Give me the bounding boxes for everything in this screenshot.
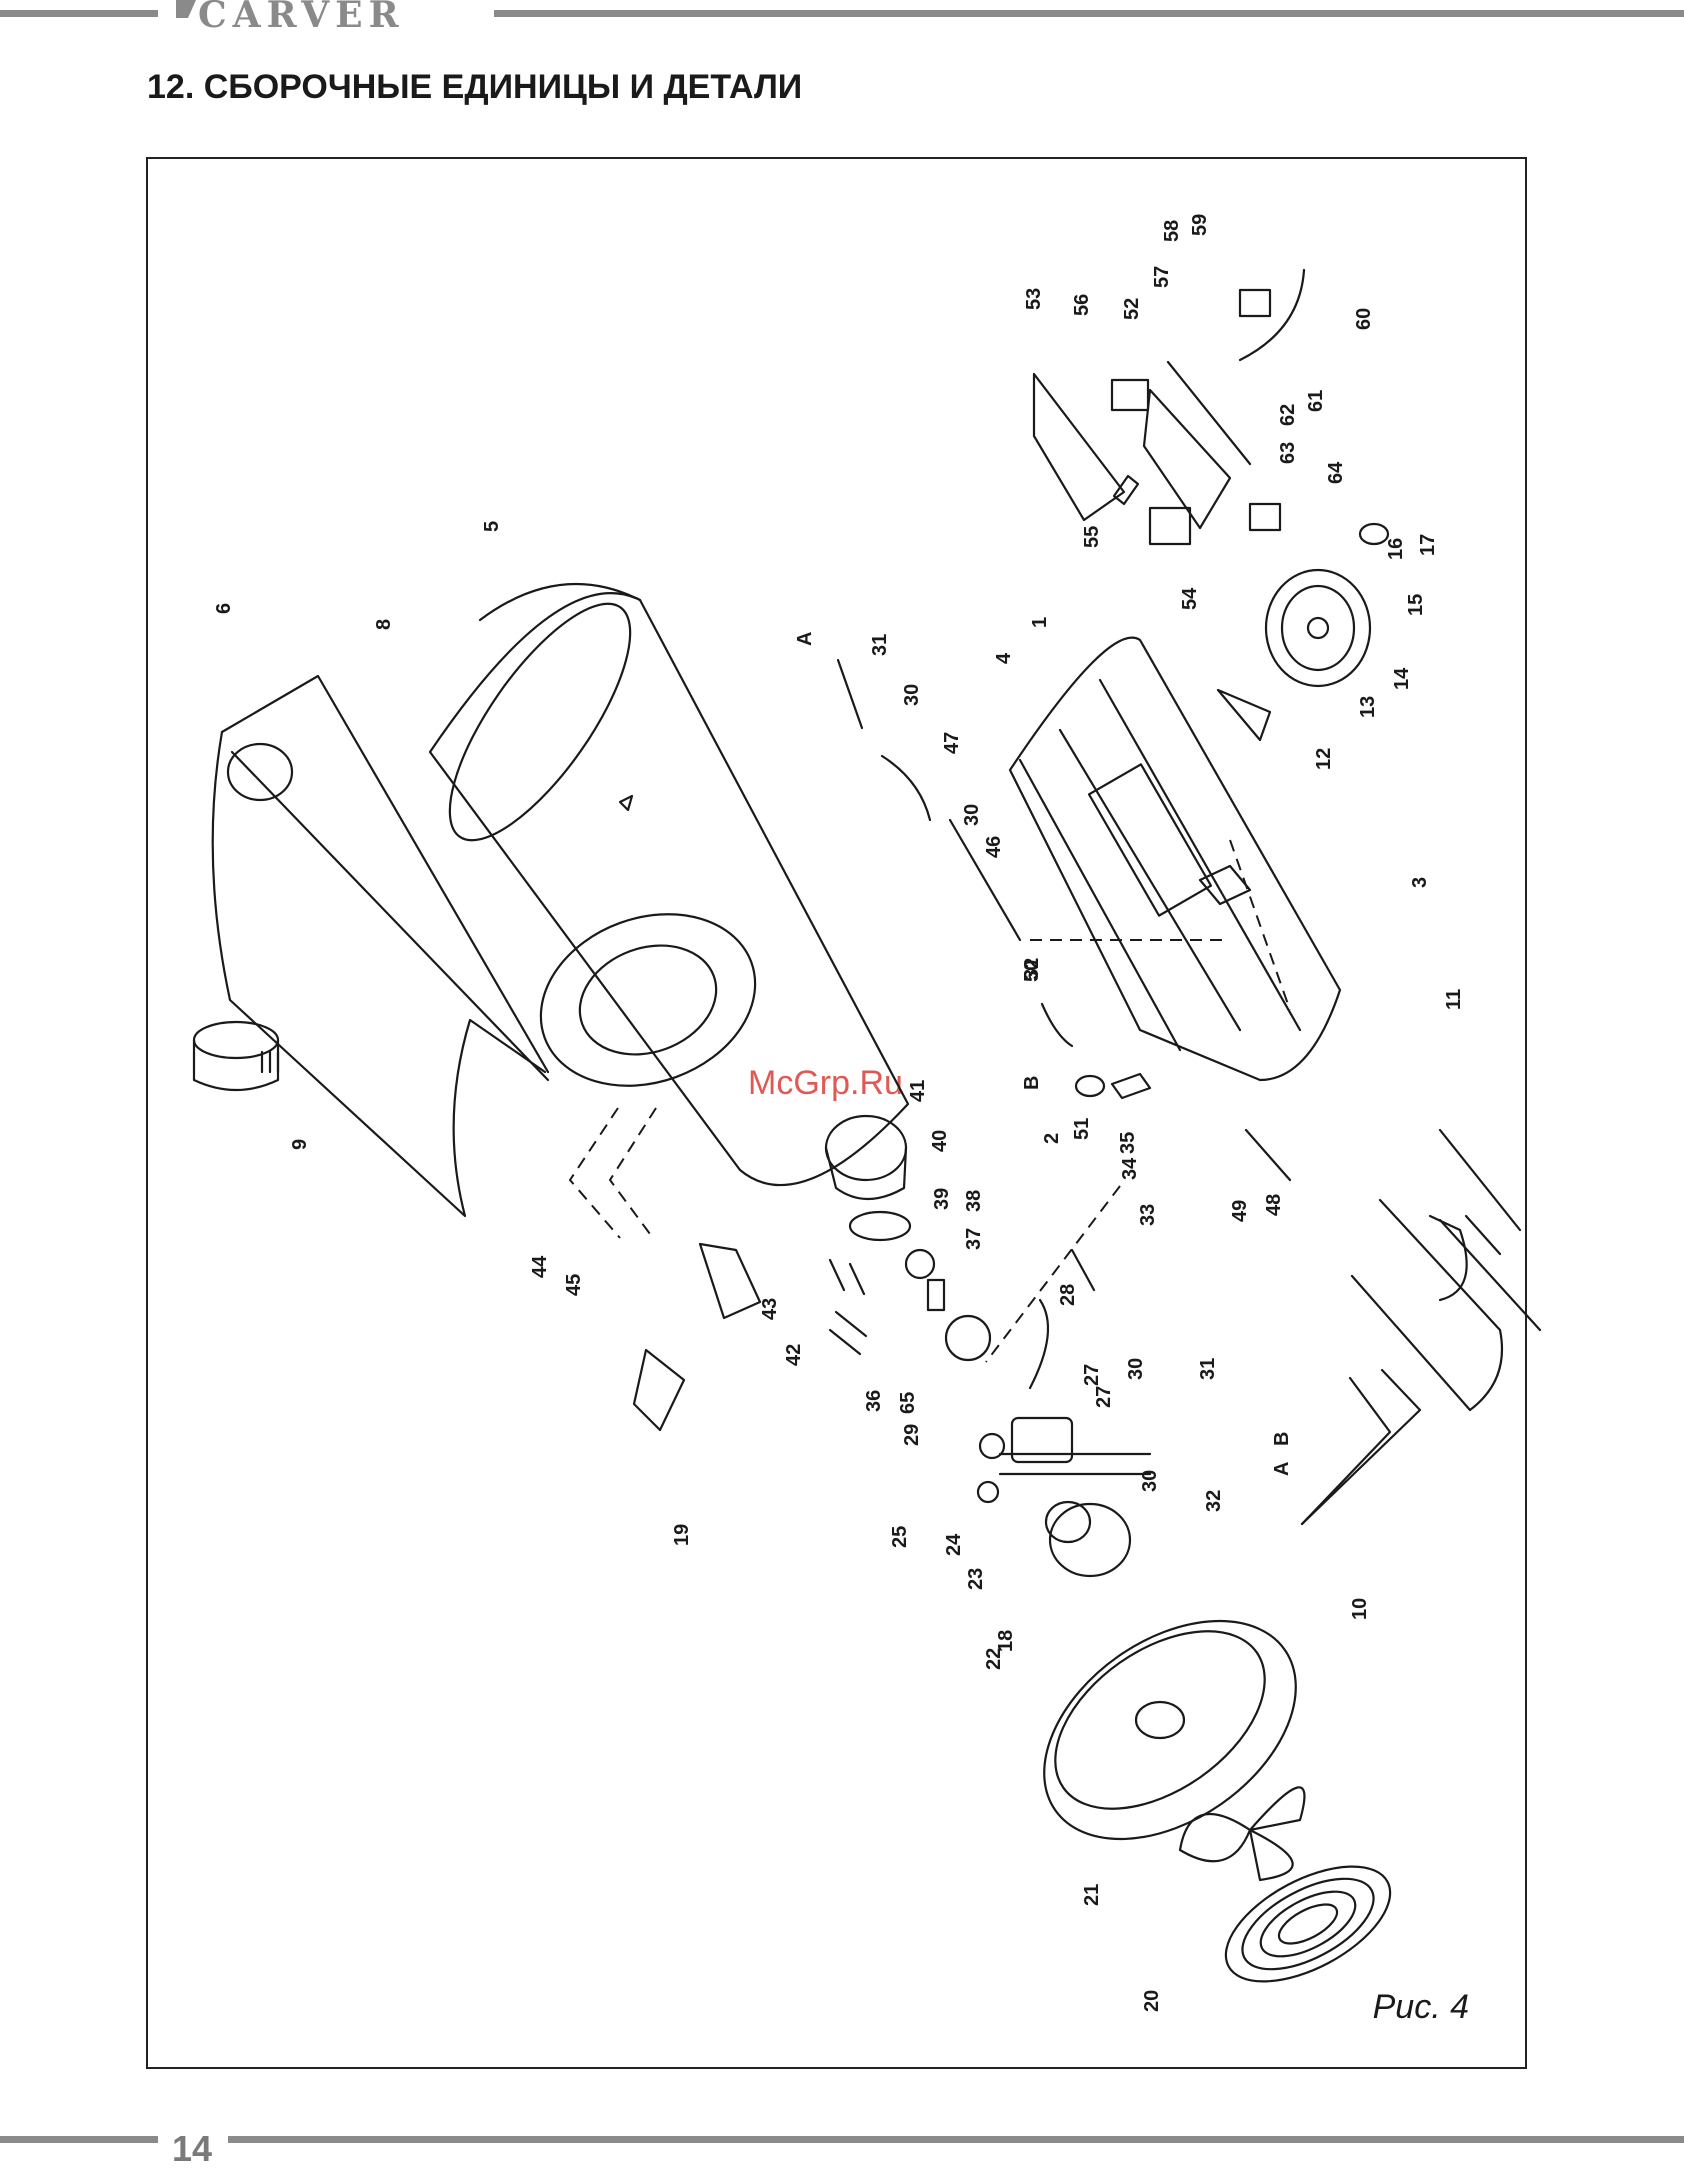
part-label: 12 [1313, 748, 1335, 770]
part-label: 22 [983, 1648, 1005, 1670]
part-label: 17 [1417, 534, 1439, 556]
footer-rule-right [228, 2136, 1684, 2143]
part-label: 65 [897, 1392, 919, 1414]
part-label: 30 [1125, 1358, 1147, 1380]
part-label: 2 [1041, 1133, 1063, 1144]
part-20-guard [1208, 1843, 1408, 2005]
part-label: 35 [1117, 1132, 1139, 1154]
part-label: 40 [929, 1130, 951, 1152]
part-label: 13 [1357, 696, 1379, 718]
part-label: 21 [1081, 1884, 1103, 1906]
part-label: 9 [289, 1139, 311, 1150]
part-label: 55 [1081, 526, 1103, 548]
part-label: 32 [1203, 1490, 1225, 1512]
part-label: А [1271, 1462, 1293, 1476]
part-label: 58 [1161, 220, 1183, 242]
part-label: 24 [943, 1533, 965, 1556]
part-label: А [794, 632, 816, 646]
part-label: 31 [869, 634, 891, 656]
part-label: 61 [1305, 390, 1327, 412]
part-label: 19 [671, 1524, 693, 1546]
part-label: 1 [1029, 617, 1051, 628]
part-label: 37 [963, 1228, 985, 1250]
part-label: В [1021, 1076, 1043, 1090]
part-label: 31 [1197, 1358, 1219, 1380]
part-label: 45 [563, 1274, 585, 1296]
part-label: 44 [529, 1255, 551, 1278]
part-label: 36 [863, 1390, 885, 1412]
part-label: 46 [983, 836, 1005, 858]
part-label: 8 [373, 619, 395, 630]
part-1-housing [1010, 638, 1340, 1080]
part-22-pump [978, 1418, 1130, 1576]
footer-rule-left [0, 2136, 158, 2143]
part-label: 59 [1189, 214, 1211, 236]
part-label: 54 [1179, 587, 1201, 610]
part-label: 49 [1229, 1200, 1251, 1222]
part-label: 30 [961, 804, 983, 826]
part-label: 48 [1263, 1194, 1285, 1216]
part-label: 14 [1391, 667, 1413, 690]
part-label: 57 [1151, 266, 1173, 288]
part-label: 30 [901, 684, 923, 706]
part-label: 64 [1325, 461, 1347, 484]
part-21-fan [1180, 1787, 1304, 1880]
part-label: 11 [1443, 989, 1465, 1010]
part-label: 39 [931, 1188, 953, 1210]
part-label: 52 [1121, 298, 1143, 320]
part-label: 53 [1023, 288, 1045, 310]
part-label: 27 [1081, 1364, 1103, 1386]
part-label: 5 [481, 521, 503, 532]
part-label: 27 [1093, 1386, 1115, 1408]
part-label: 3 [1409, 877, 1431, 888]
part-label: В [1271, 1432, 1293, 1446]
part-label: 43 [759, 1298, 781, 1320]
part-label: 28 [1057, 1284, 1079, 1306]
part-label: 20 [1141, 1990, 1163, 2012]
part-label: 15 [1405, 594, 1427, 616]
part-label: 42 [783, 1344, 805, 1366]
part-label: 6 [213, 603, 235, 614]
part-17-fan-shroud [1004, 1576, 1337, 1884]
page-number: 14 [172, 2128, 212, 2170]
part-label: 25 [889, 1526, 911, 1548]
part-label: 34 [1119, 1157, 1141, 1180]
part-label: 10 [1349, 1598, 1371, 1620]
part-label: 62 [1277, 404, 1299, 426]
part-label: 38 [963, 1190, 985, 1212]
part-label: 50 [1021, 960, 1043, 982]
part-label: 16 [1385, 538, 1407, 560]
part-label: 47 [941, 732, 963, 754]
part-label: 4 [993, 652, 1015, 664]
part-5-cylinder [419, 579, 908, 1185]
part-label: 30 [1139, 1470, 1161, 1492]
part-label: 33 [1137, 1204, 1159, 1226]
part-6-cover [213, 676, 548, 1216]
part-label: 51 [1071, 1118, 1093, 1140]
part-label: 63 [1277, 442, 1299, 464]
part-label: 29 [901, 1424, 923, 1446]
part-label: 41 [907, 1080, 929, 1102]
part-label: 60 [1353, 308, 1375, 330]
part-label: 23 [965, 1568, 987, 1590]
part-10-frame [1302, 1130, 1540, 1524]
part-label: 56 [1071, 294, 1093, 316]
part-19-plate [634, 1244, 760, 1430]
